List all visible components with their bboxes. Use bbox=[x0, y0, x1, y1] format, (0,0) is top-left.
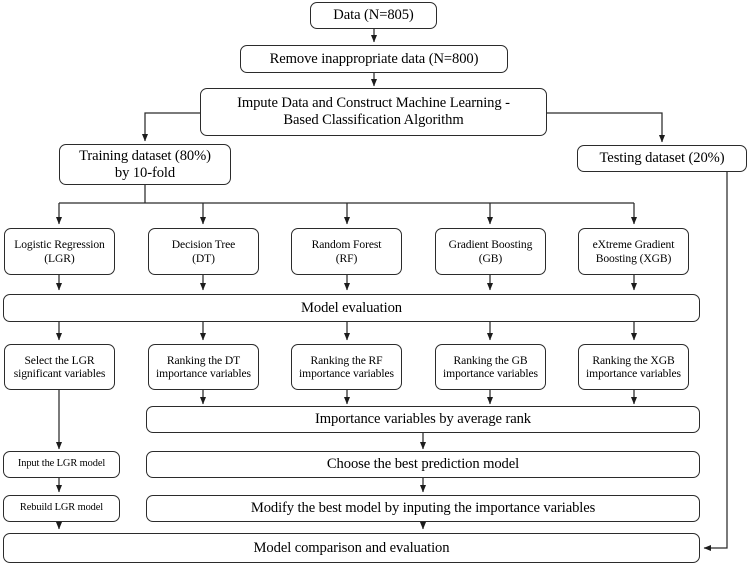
edge-impute-to-testing bbox=[547, 112, 666, 143]
node-ranking-dt-importance-variables[interactable]: Ranking the DT importance variables bbox=[148, 344, 259, 390]
edge-impute-to-training bbox=[141, 112, 200, 142]
node-choose-best-label: Choose the best prediction model bbox=[326, 456, 520, 473]
node-model-label: eXtreme Gradient Boosting (XGB) bbox=[592, 238, 675, 265]
node-rebuild-lgr-label: Rebuild LGR model bbox=[19, 502, 104, 514]
node-comparison-label: Model comparison and evaluation bbox=[253, 539, 450, 556]
node-impute-label: Impute Data and Construct Machine Learni… bbox=[237, 95, 510, 128]
node-model-label: Gradient Boosting (GB) bbox=[448, 238, 533, 265]
node-data-label: Data (N=805) bbox=[333, 7, 414, 24]
node-testing-dataset[interactable]: Testing dataset (20%) bbox=[577, 145, 747, 172]
node-importance-variables-average-rank[interactable]: Importance variables by average rank bbox=[146, 406, 700, 433]
node-input-the-lgr-model[interactable]: Input the LGR model bbox=[3, 451, 120, 478]
node-choose-best-prediction-model[interactable]: Choose the best prediction model bbox=[146, 451, 700, 478]
node-ranking-rf-importance-variables[interactable]: Ranking the RF importance variables bbox=[291, 344, 402, 390]
node-modify-best-label: Modify the best model by inputing the im… bbox=[250, 500, 596, 517]
node-ranking-label: Ranking the GB importance variables bbox=[443, 353, 538, 380]
node-model-label: Logistic Regression (LGR) bbox=[14, 238, 105, 265]
node-model-extreme-gradient-boosting[interactable]: eXtreme Gradient Boosting (XGB) bbox=[578, 228, 689, 275]
node-model-logistic-regression[interactable]: Logistic Regression (LGR) bbox=[4, 228, 115, 275]
node-model-decision-tree[interactable]: Decision Tree (DT) bbox=[148, 228, 259, 275]
node-data[interactable]: Data (N=805) bbox=[310, 2, 437, 29]
node-model-gradient-boosting[interactable]: Gradient Boosting (GB) bbox=[435, 228, 546, 275]
node-remove-label: Remove inappropriate data (N=800) bbox=[269, 50, 479, 67]
node-ranking-label: Ranking the XGB importance variables bbox=[586, 353, 681, 380]
edge-testing-to-comparison bbox=[703, 172, 728, 552]
node-avg-rank-label: Importance variables by average rank bbox=[314, 411, 531, 428]
node-model-evaluation-label: Model evaluation bbox=[301, 299, 402, 316]
node-ranking-label: Select the LGR significant variables bbox=[13, 353, 106, 380]
node-ranking-label: Ranking the RF importance variables bbox=[299, 353, 394, 380]
node-ranking-gb-importance-variables[interactable]: Ranking the GB importance variables bbox=[435, 344, 546, 390]
node-model-comparison-and-evaluation[interactable]: Model comparison and evaluation bbox=[3, 533, 700, 563]
node-impute-and-construct[interactable]: Impute Data and Construct Machine Learni… bbox=[200, 88, 547, 136]
node-modify-best-model[interactable]: Modify the best model by inputing the im… bbox=[146, 495, 700, 522]
node-model-evaluation[interactable]: Model evaluation bbox=[3, 294, 700, 322]
node-rebuild-lgr-model[interactable]: Rebuild LGR model bbox=[3, 495, 120, 522]
node-select-lgr-significant-variables[interactable]: Select the LGR significant variables bbox=[4, 344, 115, 390]
node-ranking-xgb-importance-variables[interactable]: Ranking the XGB importance variables bbox=[578, 344, 689, 390]
node-remove-inappropriate-data[interactable]: Remove inappropriate data (N=800) bbox=[240, 45, 508, 73]
node-input-lgr-label: Input the LGR model bbox=[17, 458, 106, 470]
node-ranking-label: Ranking the DT importance variables bbox=[156, 353, 251, 380]
node-training-dataset[interactable]: Training dataset (80%) by 10-fold bbox=[59, 144, 231, 185]
node-model-random-forest[interactable]: Random Forest (RF) bbox=[291, 228, 402, 275]
node-testing-label: Testing dataset (20%) bbox=[599, 150, 725, 167]
node-model-label: Random Forest (RF) bbox=[311, 238, 382, 265]
node-model-label: Decision Tree (DT) bbox=[171, 238, 236, 265]
node-training-label: Training dataset (80%) by 10-fold bbox=[79, 147, 211, 181]
